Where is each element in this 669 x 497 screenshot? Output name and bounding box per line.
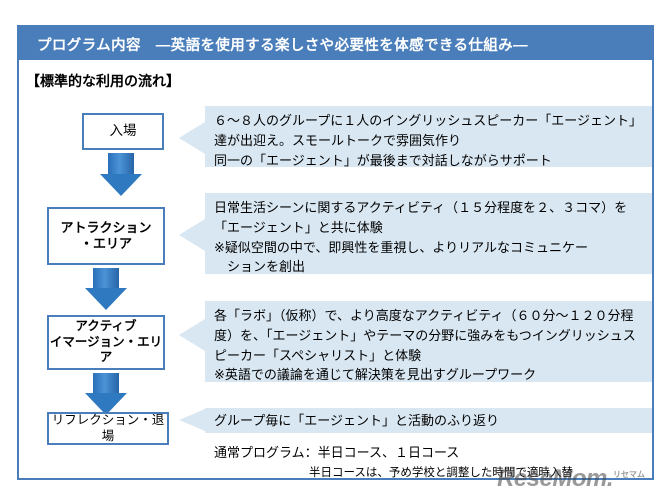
callout-pointer-icon	[179, 319, 205, 351]
flow-arrow-down-icon	[85, 288, 127, 310]
flow-step-box-entry: 入場	[82, 113, 164, 150]
callout-reflection-exit: グループ毎に「エージェント」と活動のふり返り	[205, 408, 652, 433]
flow-step-box-label: アトラクション ・エリア	[60, 219, 152, 251]
flow-step-box-label: リフレクション・退場	[51, 412, 165, 443]
callout-pointer-icon	[179, 122, 205, 154]
flow-arrow-shaft	[93, 268, 119, 289]
watermark-ruby: リセマム	[613, 470, 646, 479]
page-title: プログラム内容 —英語を使用する楽しさや必要性を体感できる仕組み—	[37, 38, 528, 54]
footer-note-program-courses: 通常プログラム：半日コース、１日コース	[214, 445, 460, 460]
flow-step-box-attraction-area: アトラクション ・エリア	[47, 207, 165, 265]
flow-arrow-down-icon	[100, 174, 142, 196]
section-caption: 【標準的な利用の流れ】	[26, 73, 180, 89]
callout-entry: ６～８人のグループに１人のイングリッシュスピーカー「エージェント」達が出迎え。ス…	[205, 106, 652, 168]
header-bar: プログラム内容 —英語を使用する楽しさや必要性を体感できる仕組み—	[19, 27, 652, 60]
flow-arrow-down-icon	[85, 393, 127, 415]
flow-arrow-shaft	[108, 153, 134, 175]
flow-step-box-active-immersion-area: アクティブ イマージョン・エリア	[47, 315, 165, 370]
footer-note-half-day-detail: 半日コースは、予め学校と調整した時間で適時入替	[309, 467, 573, 479]
slide-frame: プログラム内容 —英語を使用する楽しさや必要性を体感できる仕組み— 【標準的な利…	[17, 25, 654, 492]
flow-step-box-reflection-exit: リフレクション・退場	[47, 412, 169, 445]
callout-pointer-icon	[179, 409, 205, 431]
callout-active-immersion-area: 各「ラボ」（仮称）で、より高度なアクティビティ（６０分～１２０分程度）を、「エー…	[205, 301, 652, 382]
flow-arrow-shaft	[93, 373, 119, 394]
callout-pointer-icon	[179, 219, 205, 251]
callout-attraction-area: 日常生活シーンに関するアクティビティ（１５分程度を２、３コマ）を「エージェント」…	[205, 193, 652, 274]
flow-step-box-label: アクティブ イマージョン・エリア	[49, 319, 163, 365]
flow-step-box-label: 入場	[109, 123, 137, 139]
